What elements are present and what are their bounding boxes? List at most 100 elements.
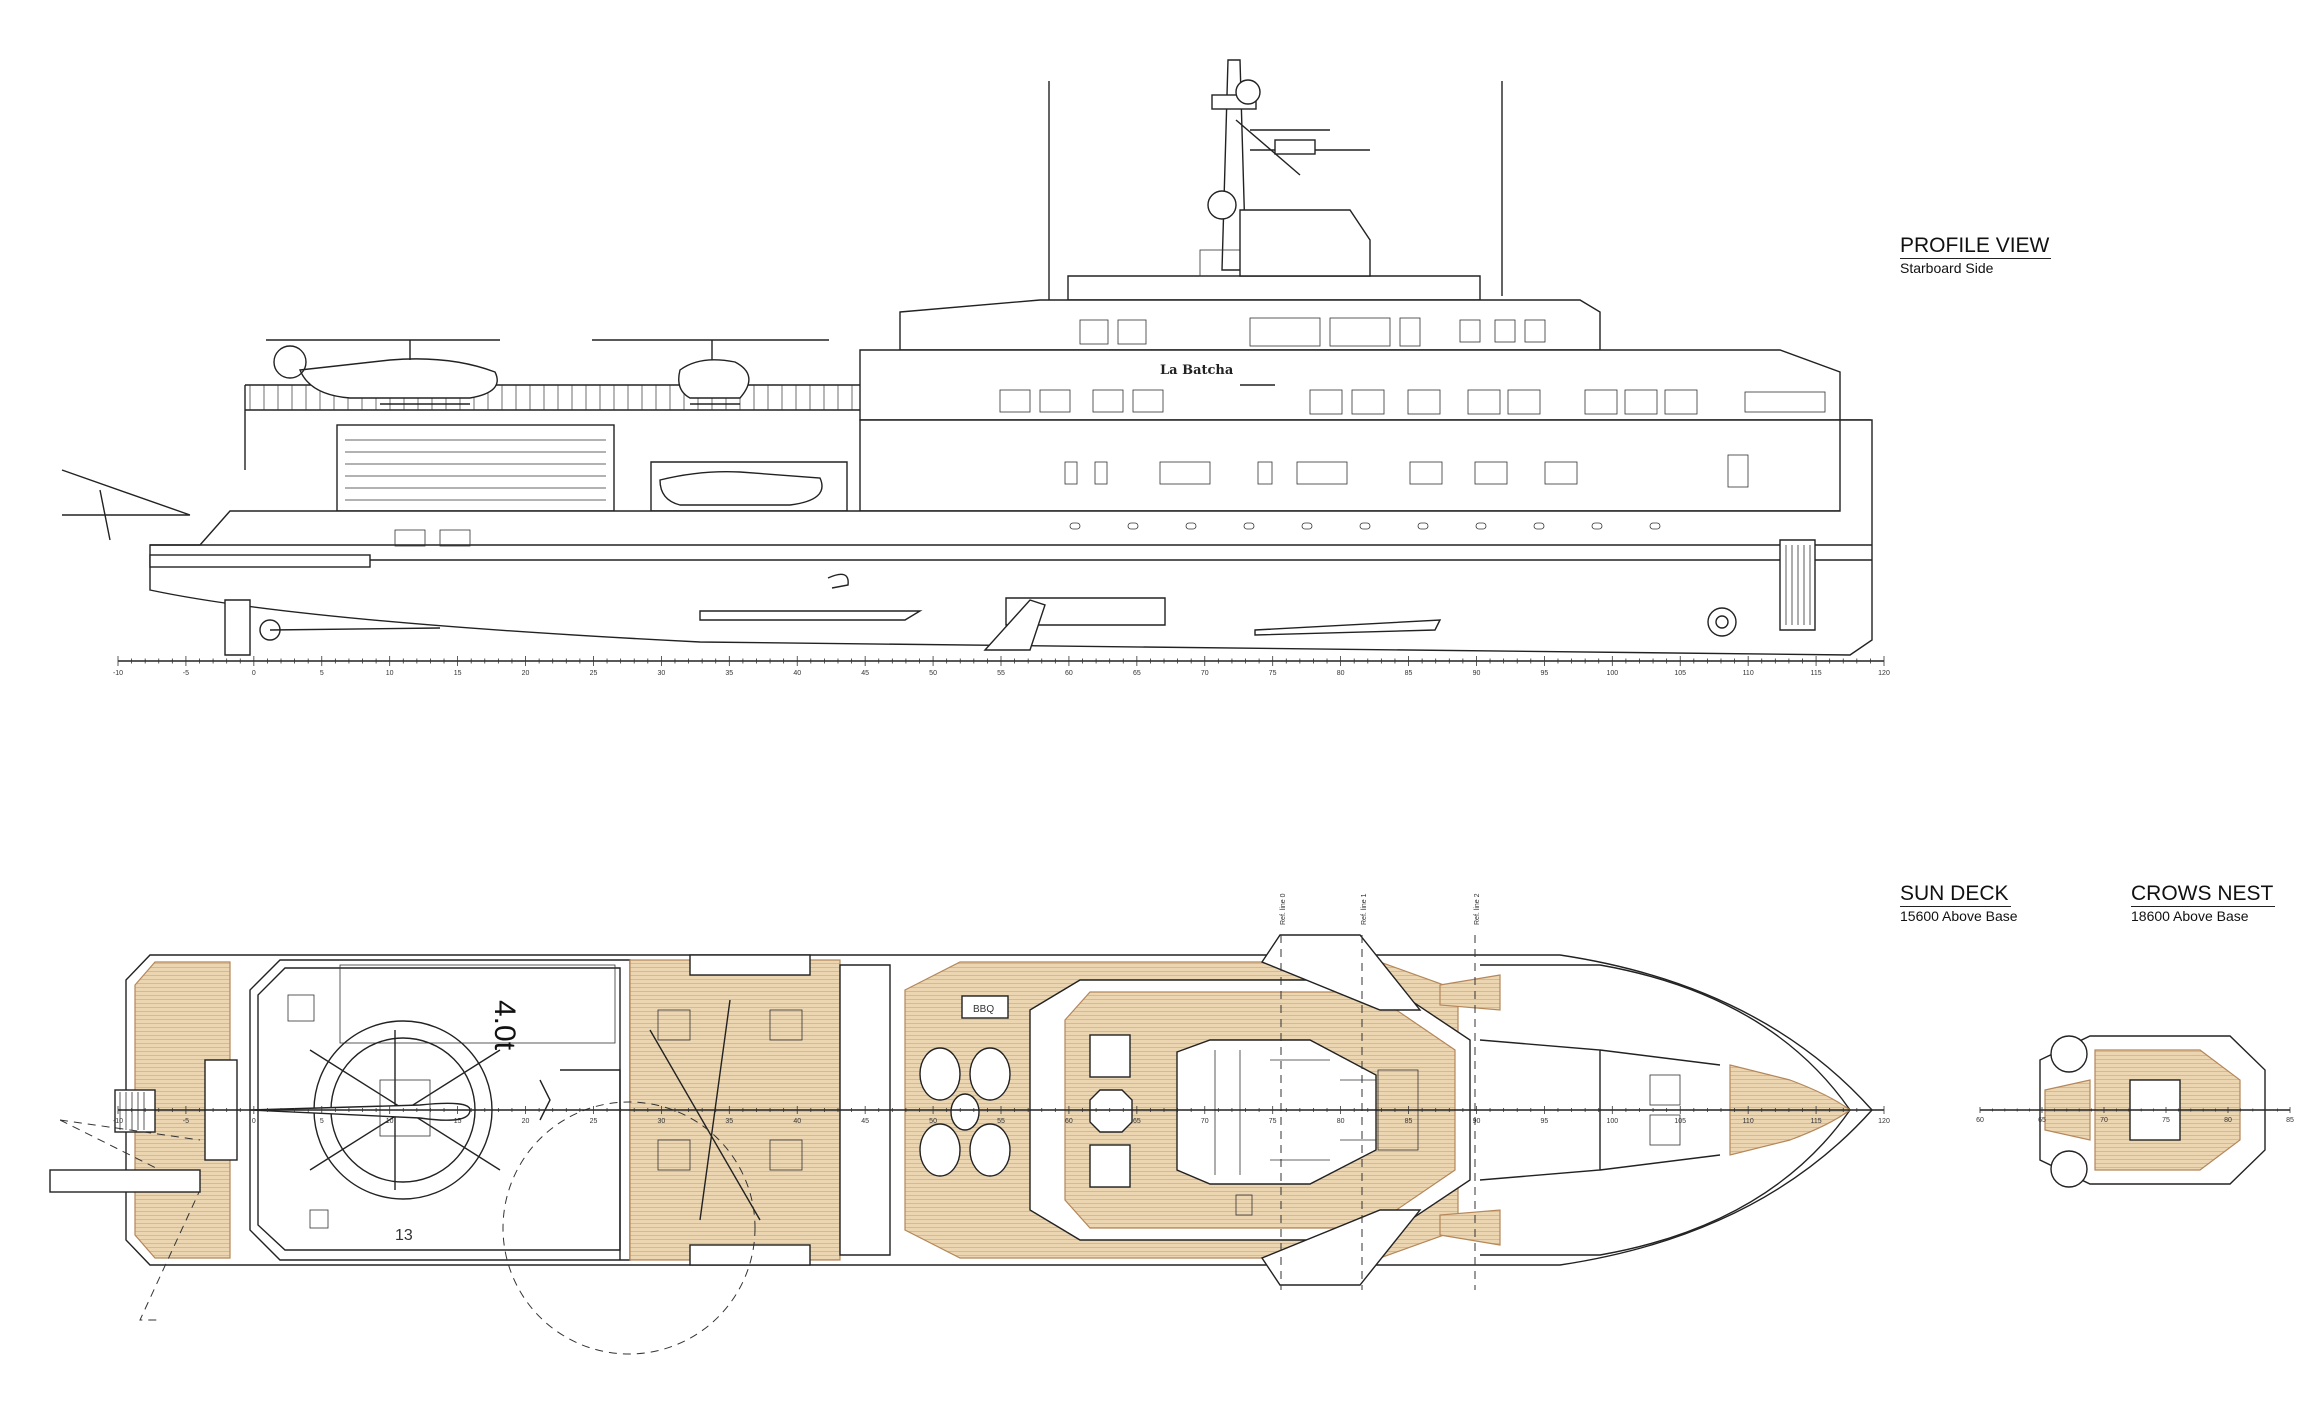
hull xyxy=(149,419,1873,656)
ship-name: La Batcha xyxy=(1160,363,1234,378)
scale-tick-label: 35 xyxy=(725,1118,733,1125)
bilge-keel xyxy=(699,610,923,621)
ref-line-2: Ref. line 2 xyxy=(1474,893,1481,925)
scale-tick-label: 90 xyxy=(1473,670,1481,677)
stern-crane xyxy=(61,469,191,541)
sun-pads xyxy=(1089,1034,1131,1188)
scale-tick-label: 100 xyxy=(1606,670,1618,677)
wheelhouse-top xyxy=(1239,209,1371,277)
scale-tick-label: 5 xyxy=(320,1118,324,1125)
bbq-label: BBQ xyxy=(973,1004,994,1015)
scale-tick-label: 120 xyxy=(1878,670,1890,677)
jacuzzi-seats xyxy=(919,1047,1011,1177)
helideck-load: 4.0t xyxy=(488,1000,521,1051)
garage-door xyxy=(336,424,615,512)
scale-tick-label: 15 xyxy=(454,670,462,677)
portholes xyxy=(1069,522,1661,530)
porthole xyxy=(1475,522,1487,530)
porthole xyxy=(1185,522,1197,530)
upper-deck xyxy=(859,349,1841,421)
scale-tick-label: 105 xyxy=(1674,1118,1686,1125)
bridge-windows xyxy=(1079,317,1546,347)
porthole xyxy=(1069,522,1081,530)
scale-tick-label: 70 xyxy=(2100,1117,2108,1124)
scale-tick-label: 45 xyxy=(861,670,869,677)
scale-tick-label: 0 xyxy=(252,1118,256,1125)
scale-tick-label: 95 xyxy=(1540,670,1548,677)
helicopter-aft xyxy=(266,339,500,405)
scale-tick-label: 30 xyxy=(657,670,665,677)
scale-tick-label: 80 xyxy=(1337,1118,1345,1125)
scale-tick-label: 20 xyxy=(522,1118,530,1125)
top-deck xyxy=(1067,275,1481,301)
crows-nest-title: CROWS NEST xyxy=(2131,882,2276,907)
sun-deck-label: SUN DECK 15600 Above Base xyxy=(1900,882,2018,925)
scale-tick-label: 40 xyxy=(793,1118,801,1125)
scale-tick-label: 50 xyxy=(929,1118,937,1125)
sun-deck-plan: 4.0t 13 BBQ xyxy=(49,893,1890,1355)
upper-deck-windows xyxy=(999,389,1826,415)
scale-tick-label: -5 xyxy=(183,1118,189,1125)
scale-tick-label: 90 xyxy=(1473,1118,1481,1125)
scale-tick-label: 65 xyxy=(1133,670,1141,677)
bbq-station xyxy=(961,995,1009,1019)
profile-view-title: PROFILE VIEW xyxy=(1900,234,2052,259)
scale-tick-label: 80 xyxy=(1337,670,1345,677)
scale-tick-label: -10 xyxy=(113,1118,123,1125)
scale-tick-label: 35 xyxy=(725,670,733,677)
fender-racks xyxy=(689,954,811,1266)
bridge-wings xyxy=(1260,934,1422,1286)
porthole xyxy=(1591,522,1603,530)
scale-tick-label: 75 xyxy=(1269,1118,1277,1125)
ref-line-0: Ref. line 0 xyxy=(1280,893,1287,925)
scale-tick-label: 75 xyxy=(2162,1117,2170,1124)
scale-tick-label: 60 xyxy=(1065,670,1073,677)
scale-tick-label: 95 xyxy=(1540,1118,1548,1125)
scale-tick-label: 60 xyxy=(1065,1118,1073,1125)
scale-tick-label: 40 xyxy=(793,670,801,677)
jacuzzi xyxy=(1089,1089,1133,1133)
scale-tick-label: 70 xyxy=(1201,1118,1209,1125)
sun-deck-title: SUN DECK xyxy=(1900,882,2011,907)
scale-tick-label: 55 xyxy=(997,1118,1005,1125)
radar-mast xyxy=(1207,59,1370,271)
porthole xyxy=(1649,522,1661,530)
stern-stairs xyxy=(114,1089,156,1133)
scale-tick-label: -5 xyxy=(183,670,189,677)
porthole xyxy=(1533,522,1545,530)
scale-tick-label: 45 xyxy=(861,1118,869,1125)
crows-nest-subtitle: 18600 Above Base xyxy=(2131,908,2249,924)
profile-view-label: PROFILE VIEW Starboard Side xyxy=(1900,234,2052,277)
tender xyxy=(659,471,823,506)
passerelle xyxy=(49,1169,201,1193)
scale-tick-label: 110 xyxy=(1743,1118,1754,1125)
porthole xyxy=(1301,522,1313,530)
porthole xyxy=(1243,522,1255,530)
porthole xyxy=(1359,522,1371,530)
scale-tick-label: 120 xyxy=(1878,1118,1890,1125)
sun-deck-subtitle: 15600 Above Base xyxy=(1900,908,2018,924)
scale-tick-label: 85 xyxy=(1405,1118,1413,1125)
scale-tick-label: 55 xyxy=(997,670,1005,677)
tender-bay xyxy=(650,461,848,512)
rudder xyxy=(224,599,251,656)
crows-nest-label: CROWS NEST 18600 Above Base xyxy=(2131,882,2276,925)
scale-tick-label: 70 xyxy=(1201,670,1209,677)
scale-tick-label: 110 xyxy=(1743,670,1754,677)
scale-tick-label: 25 xyxy=(590,670,598,677)
deck-hatches xyxy=(657,1009,803,1171)
scale-tick-label: 10 xyxy=(386,670,394,677)
scale-tick-label: 105 xyxy=(1674,670,1686,677)
scale-tick-label: 100 xyxy=(1606,1118,1618,1125)
scale-tick-label: 25 xyxy=(590,1118,598,1125)
scale-tick-label: 85 xyxy=(2286,1117,2294,1124)
scale-tick-label: 65 xyxy=(1133,1118,1141,1125)
scale-tick-label: 65 xyxy=(2038,1117,2046,1124)
porthole xyxy=(1127,522,1139,530)
bow-thruster xyxy=(1707,607,1737,637)
ref-line-1: Ref. line 1 xyxy=(1361,893,1368,925)
